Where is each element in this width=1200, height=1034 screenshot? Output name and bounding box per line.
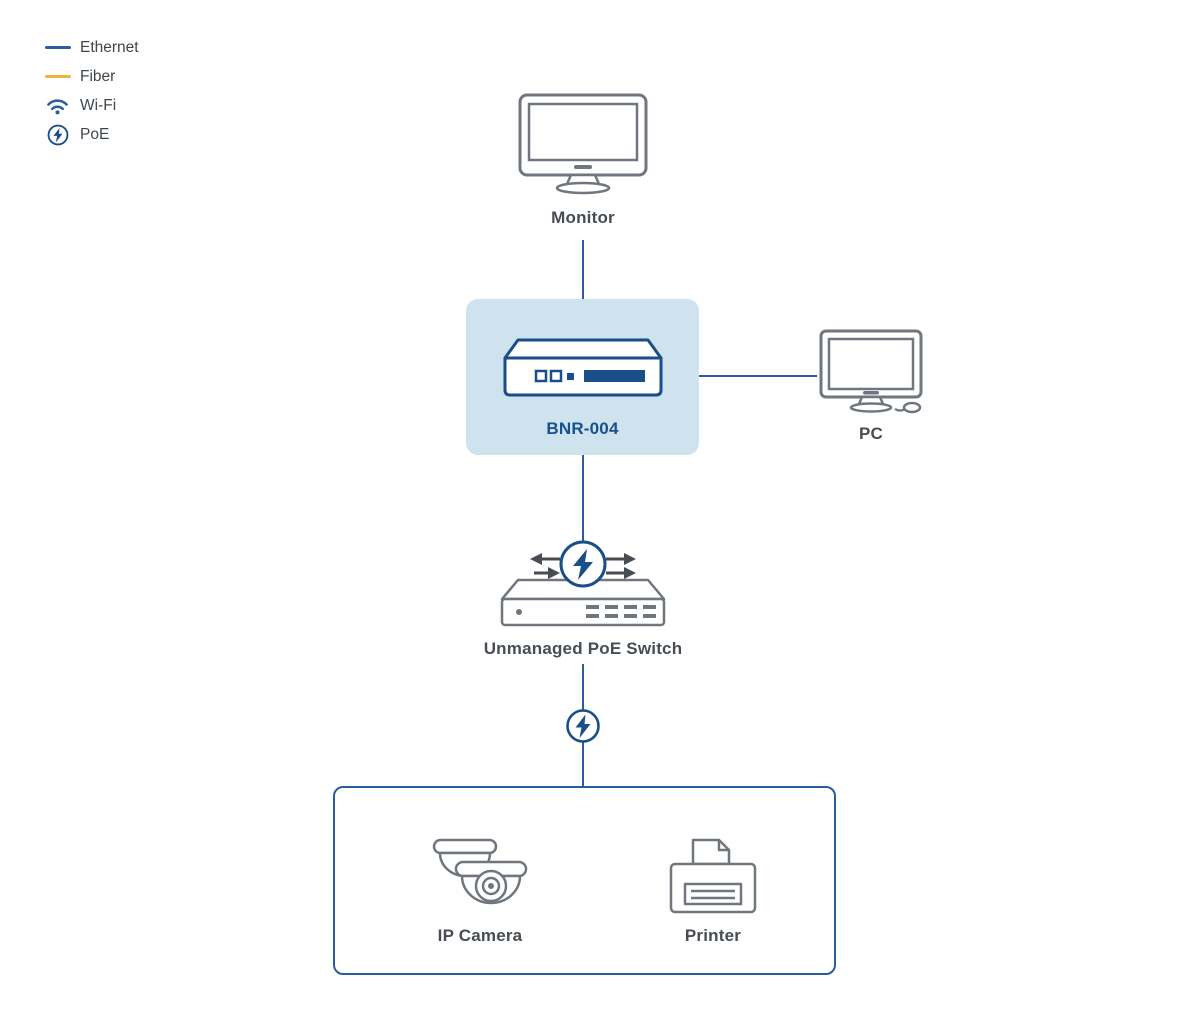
fiber-line-swatch [44,75,71,78]
monitor-icon [518,93,648,195]
switch-right-arrows [606,553,636,579]
ip-camera-node: IP Camera [420,830,540,946]
poe-switch-label: Unmanaged PoE Switch [483,639,683,658]
legend: Ethernet Fiber Wi-Fi PoE [44,33,139,149]
connection-monitor-router [582,240,584,299]
legend-label-fiber: Fiber [80,67,116,85]
poe-switch-icon [500,540,666,627]
router-icon [503,338,662,397]
ip-camera-label: IP Camera [437,926,523,945]
pc-node: PC [811,328,931,444]
legend-item-ethernet: Ethernet [44,33,139,62]
switch-poe-bolt [573,549,593,580]
connection-router-pc [699,375,817,377]
legend-label-ethernet: Ethernet [80,38,139,56]
legend-label-wifi: Wi-Fi [80,96,117,114]
legend-label-poe: PoE [80,125,110,143]
printer-node: Printer [651,836,775,946]
poe-line-badge-icon [566,709,600,743]
ethernet-line-swatch [44,46,71,49]
legend-item-wifi: Wi-Fi [44,91,139,120]
printer-label: Printer [684,926,742,945]
legend-item-poe: PoE [44,120,139,149]
pc-label: PC [858,424,884,443]
printer-icon [669,838,757,914]
ip-camera-icon [432,838,528,905]
monitor-label: Monitor [551,208,615,227]
wifi-icon [44,96,71,115]
switch-left-arrows [530,553,560,579]
poe-icon [44,124,71,146]
powered-devices-group: IP Camera Printer [333,786,836,975]
poe-switch-node: Unmanaged PoE Switch [483,540,683,659]
monitor-node: Monitor [503,92,663,228]
router-group: BNR-004 [466,299,699,455]
switch-ports [586,605,656,618]
router-label: BNR-004 [546,419,619,438]
pc-icon [819,329,923,414]
connection-router-switch [582,455,584,542]
legend-item-fiber: Fiber [44,62,139,91]
